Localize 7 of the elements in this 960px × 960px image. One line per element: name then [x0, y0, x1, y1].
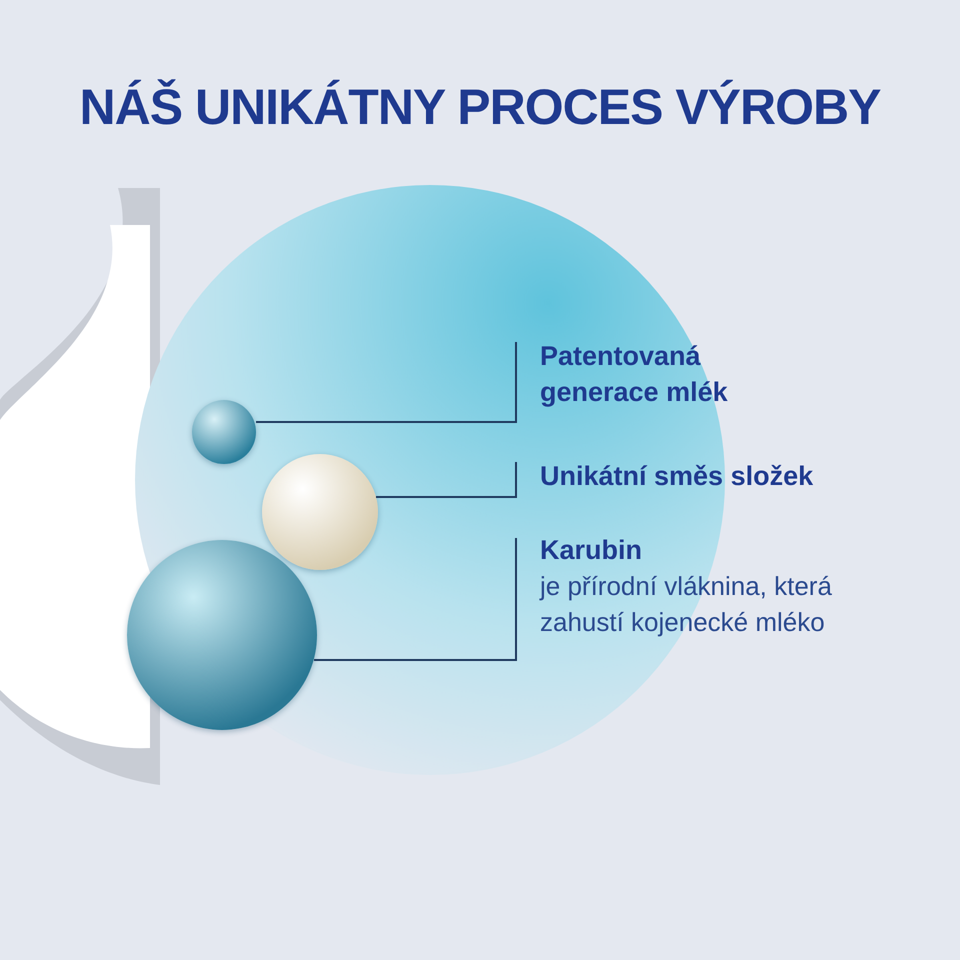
callout-heading: Karubin: [540, 534, 644, 567]
title: NÁŠ UNIKÁTNY PROCES VÝROBY: [78, 78, 882, 136]
callout-text: je přírodní vláknina, která zahustí kojenecké mléko: [540, 570, 833, 639]
leader-line: [376, 462, 517, 498]
leader-line: [314, 538, 517, 661]
callout-heading: Unikátní směs složek: [540, 460, 814, 493]
leader-line: [256, 342, 517, 423]
